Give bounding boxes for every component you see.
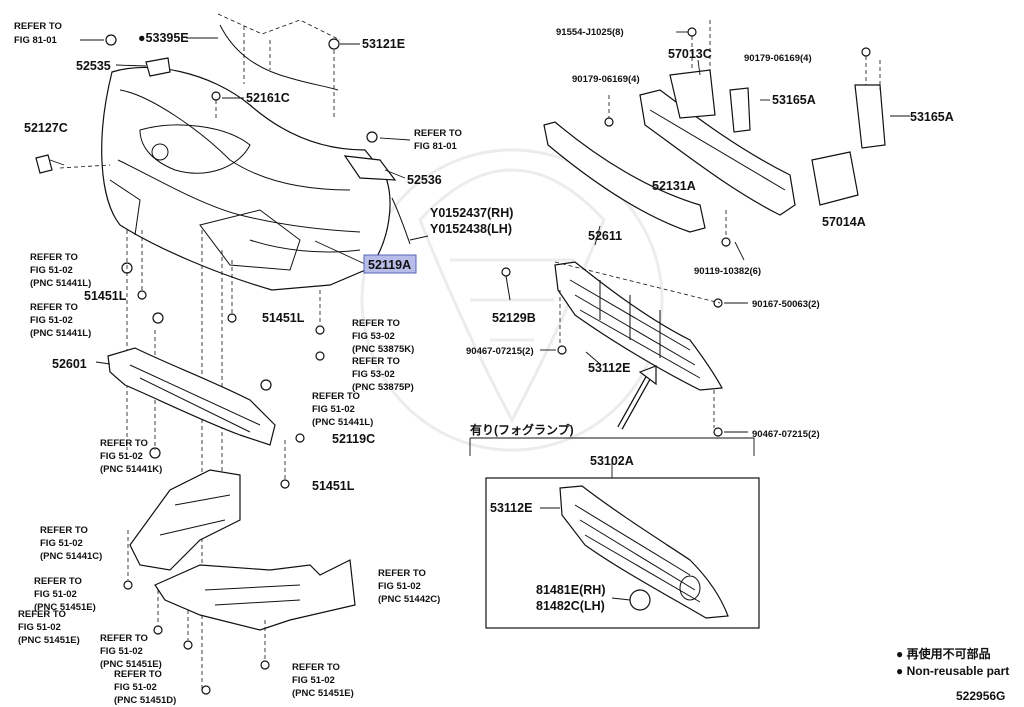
label-refer-51441l-a-3: (PNC 51441L) xyxy=(30,278,91,289)
label-refer-53875k-3: (PNC 53875K) xyxy=(352,344,414,355)
label-53112e-a[interactable]: 53112E xyxy=(588,361,630,375)
label-refer-51451e-b-1: REFER TO xyxy=(18,609,66,620)
engine-undercover xyxy=(129,469,356,631)
label-52535[interactable]: 52535 xyxy=(76,59,111,73)
label-refer-51451e-b-3: (PNC 51451E) xyxy=(18,635,80,646)
label-refer-fig81-top-1: REFER TO xyxy=(14,21,62,32)
label-53165a-b[interactable]: 53165A xyxy=(910,110,954,124)
label-refer-51441l-b-1: REFER TO xyxy=(30,302,78,313)
label-57014a[interactable]: 57014A xyxy=(822,215,866,229)
fasteners-left xyxy=(121,262,325,489)
bumper-cover-illustration xyxy=(101,66,391,291)
label-refer-51441l-c-3: (PNC 51441L) xyxy=(312,417,373,428)
label-fog-lamp-note: 有り(フォグランプ) xyxy=(470,422,574,437)
label-refer-51451d-2: FIG 51-02 xyxy=(114,682,157,693)
label-52536[interactable]: 52536 xyxy=(407,173,442,187)
label-90167[interactable]: 90167-50063(2) xyxy=(752,299,820,310)
label-refer-53875p-3: (PNC 53875P) xyxy=(352,382,414,393)
label-refer-51442c-1: REFER TO xyxy=(378,568,426,579)
svg-text:FIG 81-01: FIG 81-01 xyxy=(14,35,57,46)
label-refer-51441c-2: FIG 51-02 xyxy=(40,538,83,549)
label-90467-b[interactable]: 90467-07215(2) xyxy=(752,429,820,440)
lower-grille-illustration xyxy=(554,261,723,391)
label-53112e-b[interactable]: 53112E xyxy=(490,501,532,515)
label-refer-51451e-d-2: FIG 51-02 xyxy=(292,675,335,686)
label-51451l-a[interactable]: 51451L xyxy=(84,289,127,303)
label-refer-51441c-1: REFER TO xyxy=(40,525,88,536)
legend-non-reusable-en: ● Non-reusable part xyxy=(896,664,1009,678)
label-refer-51451e-c-3: (PNC 51451E) xyxy=(100,659,162,670)
label-53165a-a[interactable]: 53165A xyxy=(772,93,816,107)
label-refer-fig81-right-2: FIG 81-01 xyxy=(414,141,457,152)
label-refer-51451e-d-3: (PNC 51451E) xyxy=(292,688,354,699)
part-labels: REFER TO FIG 81-01 ●53395E 53121E 52535 … xyxy=(14,21,1009,706)
label-refer-51441l-b-3: (PNC 51441L) xyxy=(30,328,91,339)
label-refer-51451e-a-3: (PNC 51451E) xyxy=(34,602,96,613)
label-refer-51442c-2: FIG 51-02 xyxy=(378,581,421,592)
label-52127c[interactable]: 52127C xyxy=(24,121,68,135)
label-refer-51441k-2: FIG 51-02 xyxy=(100,451,143,462)
label-refer-51451d-1: REFER TO xyxy=(114,669,162,680)
small-parts-top xyxy=(35,24,411,245)
label-90119[interactable]: 90119-10382(6) xyxy=(694,266,761,277)
label-51451l-c[interactable]: 51451L xyxy=(312,479,355,493)
label-refer-51451e-b-2: FIG 51-02 xyxy=(18,622,61,633)
label-81482c[interactable]: 81482C(LH) xyxy=(536,599,605,613)
label-refer-51451e-c-2: FIG 51-02 xyxy=(100,646,143,657)
bumper-reinforcement-group xyxy=(543,69,886,233)
label-refer-51451e-c-1: REFER TO xyxy=(100,633,148,644)
label-refer-51451e-a-2: FIG 51-02 xyxy=(34,589,77,600)
label-81481e[interactable]: 81481E(RH) xyxy=(536,583,605,597)
fog-grille-illustration xyxy=(559,485,729,619)
label-53395e[interactable]: ●53395E xyxy=(138,31,189,45)
label-refer-51441l-b-2: FIG 51-02 xyxy=(30,315,73,326)
label-52131a[interactable]: 52131A xyxy=(652,179,696,193)
label-refer-51441l-c-2: FIG 51-02 xyxy=(312,404,355,415)
label-52161c[interactable]: 52161C xyxy=(246,91,290,105)
label-refer-53875p-2: FIG 53-02 xyxy=(352,369,395,380)
label-refer-51441l-a-2: FIG 51-02 xyxy=(30,265,73,276)
label-90467-a[interactable]: 90467-07215(2) xyxy=(466,346,534,357)
energy-absorber-52601 xyxy=(107,347,276,446)
label-refer-53875k-1: REFER TO xyxy=(352,318,400,329)
label-52611[interactable]: 52611 xyxy=(588,229,622,243)
label-refer-51451e-a-1: REFER TO xyxy=(34,576,82,587)
label-refer-51441c-3: (PNC 51441C) xyxy=(40,551,102,562)
label-refer-51441k-1: REFER TO xyxy=(100,438,148,449)
highlight-box-52119a xyxy=(363,254,417,274)
label-53121e[interactable]: 53121E xyxy=(362,37,405,51)
label-52601[interactable]: 52601 xyxy=(52,357,87,371)
watermark-emblem xyxy=(360,148,664,452)
label-refer-53875p-1: REFER TO xyxy=(352,356,400,367)
label-refer-51442c-3: (PNC 51442C) xyxy=(378,594,440,605)
label-51451l-b[interactable]: 51451L xyxy=(262,311,305,325)
label-refer-fig81-top-2: FIG 81-01 xyxy=(14,35,57,46)
legend-non-reusable-jp: ● 再使用不可部品 xyxy=(896,646,991,661)
label-53102a[interactable]: 53102A xyxy=(590,454,634,468)
label-52129b[interactable]: 52129B xyxy=(492,311,536,325)
figure-id: 522956G xyxy=(956,689,1005,703)
label-y0152438[interactable]: Y0152438(LH) xyxy=(430,222,512,236)
label-refer-51441k-3: (PNC 51441K) xyxy=(100,464,162,475)
svg-text:REFER TO: REFER TO xyxy=(14,21,62,32)
label-90179-b[interactable]: 90179-06169(4) xyxy=(744,53,812,64)
label-52119c[interactable]: 52119C xyxy=(332,432,375,446)
label-91554[interactable]: 91554-J1025(8) xyxy=(556,27,624,38)
label-y0152437[interactable]: Y0152437(RH) xyxy=(430,206,513,220)
label-refer-51451e-d-1: REFER TO xyxy=(292,662,340,673)
label-52119a-highlighted[interactable]: 52119A xyxy=(368,258,411,272)
label-90179-a[interactable]: 90179-06169(4) xyxy=(572,74,640,85)
label-refer-51441l-c-1: REFER TO xyxy=(312,391,360,402)
label-refer-fig81-right-1: REFER TO xyxy=(414,128,462,139)
label-refer-51451d-3: (PNC 51451D) xyxy=(114,695,176,706)
label-refer-51441l-a-1: REFER TO xyxy=(30,252,78,263)
label-refer-53875k-2: FIG 53-02 xyxy=(352,331,395,342)
fog-grille-box xyxy=(485,477,760,629)
label-57013c[interactable]: 57013C xyxy=(668,47,712,61)
